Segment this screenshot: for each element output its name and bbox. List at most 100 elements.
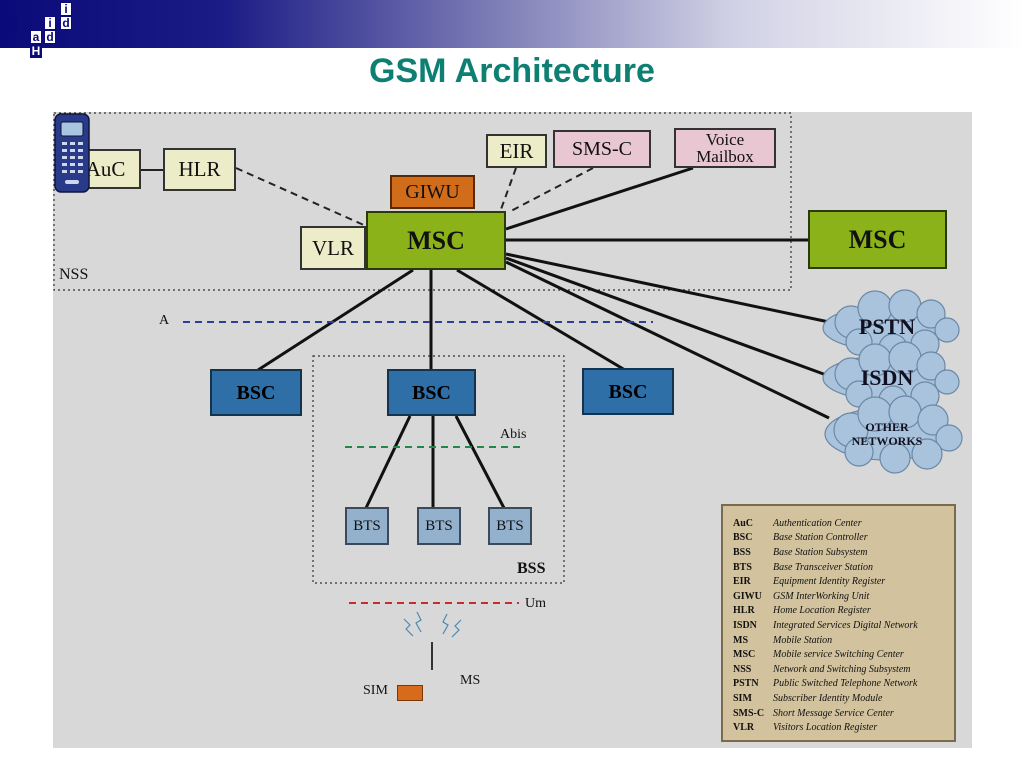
logo-letter: i — [44, 16, 56, 30]
nss-label: NSS — [59, 266, 89, 283]
other-networks-line2: NETWORKS — [851, 433, 923, 448]
mobile-phone-icon — [54, 113, 90, 193]
bsc-bts1-link — [364, 415, 412, 509]
eir-msc-link — [499, 167, 517, 213]
msc-main-node: MSC — [366, 211, 506, 270]
legend-row: SMS-C Short Message Service Center — [733, 706, 948, 721]
legend-abbreviation: PSTN — [733, 678, 759, 690]
smsc-node: SMS-C — [553, 130, 651, 168]
other-networks-line1: OTHER — [865, 420, 909, 434]
abis-label: Abis — [500, 427, 527, 442]
msc-isdn-link — [505, 256, 830, 378]
bts-node: BTS — [488, 507, 532, 545]
bsc-bts3-link — [454, 415, 506, 509]
legend-row: BSS Base Station Subsystem — [733, 545, 948, 560]
legend-row: GIWU GSM InterWorking Unit — [733, 589, 948, 604]
legend-row: BTS Base Transceiver Station — [733, 560, 948, 575]
bts-node: BTS — [345, 507, 389, 545]
diagram-lines — [53, 112, 963, 670]
legend-row: VLR Visitors Location Register — [733, 720, 948, 735]
logo-letter: d — [60, 16, 72, 30]
legend-definition: Equipment Identity Register — [773, 576, 886, 588]
voice-mailbox-line2: Mailbox — [696, 147, 754, 166]
nss-boundary — [53, 112, 792, 291]
hlr-msc-link — [235, 167, 367, 227]
legend-definition: Short Message Service Center — [773, 707, 894, 719]
bsc-center-node: BSC — [387, 369, 476, 416]
legend-row: PSTN Public Switched Telephone Network — [733, 677, 948, 692]
msc-remote-node: MSC — [808, 210, 947, 269]
legend-abbreviation: AuC — [733, 517, 754, 529]
legend-definition: GSM InterWorking Unit — [773, 590, 870, 602]
logo-letter: a — [30, 30, 42, 44]
legend-abbreviation: VLR — [733, 722, 755, 734]
logo-letter: i — [60, 2, 72, 16]
a-interface-label: A — [159, 313, 170, 328]
legend-row: SIM Subscriber Identity Module — [733, 691, 948, 706]
legend-abbreviation: NSS — [733, 663, 752, 675]
msc-pstn-link — [505, 252, 830, 324]
legend-abbreviation: BSC — [733, 532, 753, 544]
legend-abbreviation: SIM — [733, 692, 752, 704]
bss-boundary — [312, 355, 565, 584]
eir-node: EIR — [486, 134, 547, 168]
legend-definition: Home Location Register — [773, 605, 871, 617]
sim-label: SIM — [363, 683, 388, 698]
vlr-node: VLR — [300, 226, 366, 270]
legend-abbreviation: SMS-C — [733, 707, 765, 719]
bsc-right-node: BSC — [582, 368, 674, 415]
other-networks-cloud — [824, 395, 963, 474]
legend-abbreviation: GIWU — [733, 590, 762, 602]
legend-definition: Authentication Center — [773, 517, 862, 529]
logo-square — [6, 18, 18, 32]
bts-node: BTS — [417, 507, 461, 545]
legend-abbreviation: ISDN — [733, 619, 757, 631]
legend-definition: Base Station Subsystem — [773, 546, 868, 558]
isdn-cloud — [822, 341, 960, 415]
legend-row: HLR Home Location Register — [733, 604, 948, 619]
bsc-left-node: BSC — [210, 369, 302, 416]
legend-row: BSC Base Station Controller — [733, 531, 948, 546]
voice-mailbox-line1: Voice — [705, 130, 745, 149]
bss-label: BSS — [517, 560, 546, 577]
voicemail-msc-link — [505, 166, 694, 231]
legend-row: AuC Authentication Center — [733, 516, 948, 531]
other-networks-label: OTHER NETWORKS — [837, 420, 937, 449]
legend-abbreviation: HLR — [733, 605, 755, 617]
hlr-node: HLR — [163, 148, 236, 191]
sim-card — [397, 685, 423, 701]
legend-abbreviation: BSS — [733, 546, 751, 558]
page-title: GSM Architecture — [369, 52, 655, 90]
logo-letter: H — [30, 44, 42, 58]
legend-definition: Integrated Services Digital Network — [773, 619, 918, 631]
title-bar-gradient — [0, 0, 1024, 48]
legend-abbreviation: BTS — [733, 561, 752, 573]
msc-bsc-right-link — [456, 268, 626, 372]
smsc-msc-link — [508, 167, 594, 213]
legend-definition: Public Switched Telephone Network — [773, 678, 918, 690]
isdn-label: ISDN — [860, 365, 914, 390]
legend-definition: Base Station Controller — [773, 532, 868, 544]
legend-definition: Base Transceiver Station — [773, 561, 873, 573]
um-label: Um — [525, 596, 546, 611]
giwu-node: GIWU — [390, 175, 475, 209]
legend-abbreviation: MS — [733, 634, 748, 646]
pstn-label: PSTN — [858, 314, 916, 339]
legend-definition: Mobile Station — [773, 634, 833, 646]
legend-definition: Visitors Location Register — [773, 722, 878, 734]
logo-letter: d — [44, 30, 56, 44]
ms-label: MS — [460, 673, 481, 688]
legend-definition: Subscriber Identity Module — [773, 692, 883, 704]
legend-row: MSC Mobile service Switching Center — [733, 647, 948, 662]
msc-bsc-left-link — [257, 268, 414, 372]
legend-definition: Network and Switching Subsystem — [773, 663, 911, 675]
antenna-waves — [403, 611, 462, 638]
msc-other-networks-link — [505, 260, 830, 420]
voice-mailbox-node: Voice Mailbox — [674, 128, 776, 168]
legend-row: ISDN Integrated Services Digital Network — [733, 618, 948, 633]
legend-definition: Mobile service Switching Center — [773, 649, 904, 661]
gsm-architecture-diagram: AuC HLR EIR SMS-C Voice Mailbox GIWU VLR… — [53, 112, 972, 748]
legend-abbreviation: MSC — [733, 649, 756, 661]
